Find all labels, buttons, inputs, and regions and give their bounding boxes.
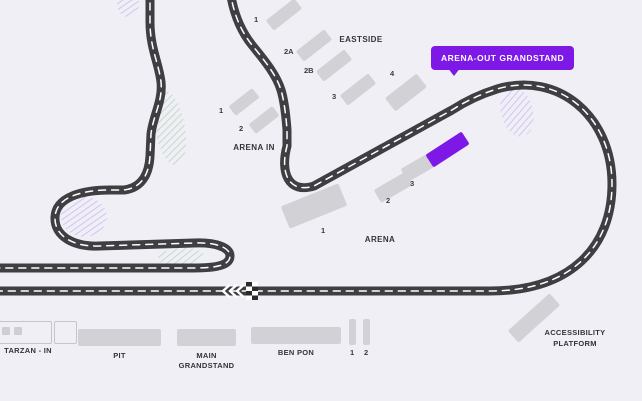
arena-area-label: ARENA: [364, 235, 396, 244]
pit-label: PIT: [113, 351, 126, 360]
grandstand-tarzan-in-structure-2[interactable]: [54, 321, 77, 344]
hatch-green-lower: [158, 247, 204, 267]
callout-pointer-icon: [447, 67, 461, 76]
arena-in-area-label: ARENA IN: [233, 143, 275, 152]
hatched-areas: [61, 0, 534, 267]
grandstand-tarzan-in-structure[interactable]: [0, 321, 52, 344]
arena-stand-number: 2: [386, 196, 391, 205]
pit-building[interactable]: [78, 329, 161, 346]
eastside-stand-number: 1: [254, 15, 259, 24]
tarzan-block-icon: [14, 327, 22, 335]
arena-in-stand-number: 2: [239, 124, 244, 133]
start-finish-line: [246, 282, 258, 300]
eastside-stand-number: 2A: [284, 47, 294, 56]
track-centerline-main: [0, 0, 613, 292]
eastside-stand-number: 3: [332, 92, 337, 101]
direction-arrows-icon: [221, 284, 245, 298]
arena-stand-number: 3: [410, 179, 415, 188]
hatch-purple-top: [117, 0, 139, 17]
grandstand-main[interactable]: [177, 329, 236, 346]
eastside-stand-number: 2B: [304, 66, 314, 75]
main-grandstand-label-line1: MAIN: [196, 351, 217, 360]
eastside-area-label: EASTSIDE: [339, 35, 383, 44]
grandstand-ben-pon[interactable]: [251, 327, 341, 344]
tarzan-in-label: TARZAN - IN: [4, 346, 52, 355]
track-left-path: [0, 0, 235, 273]
arena-stand-number: 1: [321, 226, 326, 235]
ben-pon-stand-number: 1: [350, 348, 355, 357]
hatch-purple-final-corner: [500, 87, 534, 137]
tarzan-block-icon: [2, 327, 10, 335]
arena-in-stand-number: 1: [219, 106, 224, 115]
accessibility-label-line2: PLATFORM: [553, 339, 597, 348]
eastside-stand-number: 4: [390, 69, 395, 78]
ben-pon-stand-number: 2: [364, 348, 369, 357]
accessibility-label-line1: ACCESSIBILITY: [544, 328, 606, 337]
grandstand-ben-pon-1[interactable]: [349, 319, 356, 345]
hatch-purple-hairpin: [61, 197, 107, 237]
main-grandstand-label-line2: GRANDSTAND: [178, 361, 235, 370]
ben-pon-label: BEN PON: [277, 348, 315, 357]
track-centerline-left: [0, 0, 231, 269]
track: [0, 0, 617, 296]
grandstand-ben-pon-2[interactable]: [363, 319, 370, 345]
selected-grandstand-callout[interactable]: ARENA-OUT GRANDSTAND: [431, 46, 575, 70]
